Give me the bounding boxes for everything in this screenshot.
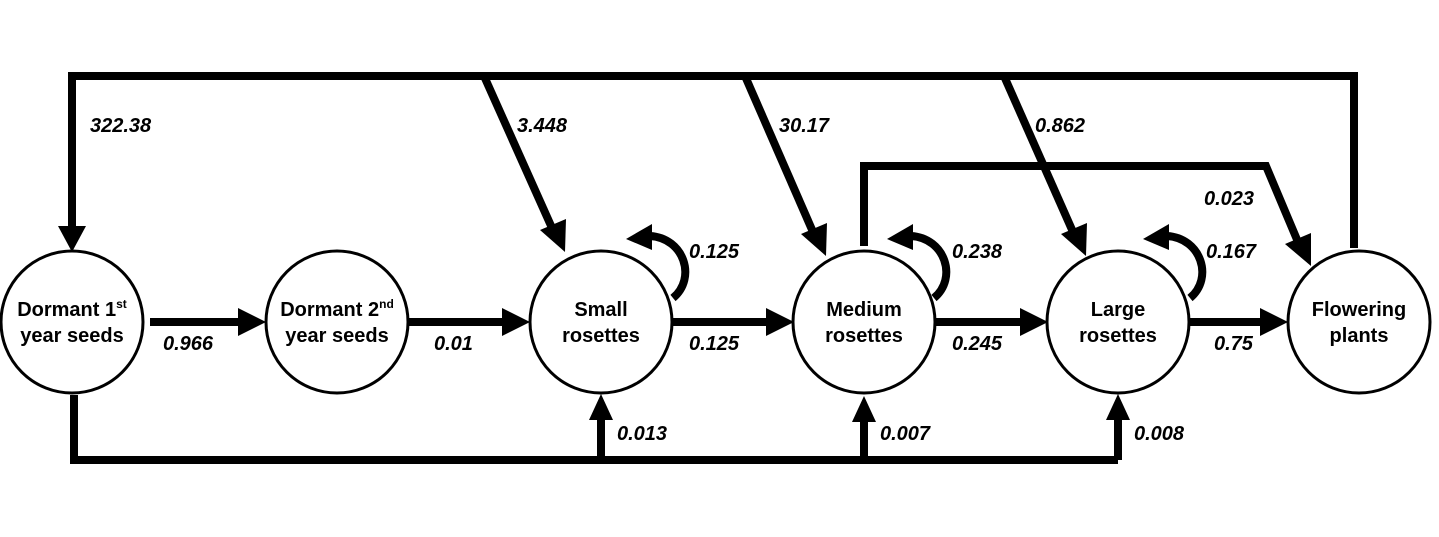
arrowhead-small-top [540, 219, 566, 252]
node-label: rosettes [562, 325, 640, 347]
arrowhead-large-left [1020, 308, 1048, 336]
edge-medium-to-flowering [860, 162, 1302, 246]
node-label: plants [1330, 325, 1389, 347]
node-label: Large [1091, 299, 1145, 321]
edge-label-dormant1-to-small: 0.013 [617, 423, 667, 445]
edge-label-flowering-to-medium: 30.17 [779, 115, 830, 137]
arrowhead-small-bottom [589, 394, 613, 420]
node-large-rosettes: Large rosettes [1045, 249, 1191, 395]
arrowhead-large-top [1061, 223, 1087, 256]
arrowhead-self-medium [887, 224, 913, 250]
edge-label-dormant1-to-dormant2: 0.966 [163, 333, 214, 355]
edge-label-medium-to-flowering: 0.023 [1204, 188, 1254, 210]
arrowhead-medium-bottom [852, 396, 876, 422]
node-dormant-1st-year-seeds: Dormant 1st year seeds [0, 249, 145, 395]
arrowhead-large-bottom [1106, 394, 1130, 420]
node-label: Dormant 1st [17, 297, 127, 321]
edge-label-large-self: 0.167 [1206, 241, 1257, 263]
node-label: rosettes [1079, 325, 1157, 347]
edge-flowering-to-small [480, 74, 556, 230]
edge-label-small-self: 0.125 [689, 241, 740, 263]
edge-label-medium-to-large: 0.245 [952, 333, 1003, 355]
arrowhead-self-small [626, 224, 652, 250]
node-label: rosettes [825, 325, 903, 347]
edge-label-dormant2-to-small: 0.01 [434, 333, 473, 355]
arrowhead-small-left [502, 308, 530, 336]
arrowhead-dormant1 [58, 226, 86, 252]
edge-label-small-to-medium: 0.125 [689, 333, 740, 355]
node-dormant-2nd-year-seeds: Dormant 2nd year seeds [264, 249, 410, 395]
edge-label-large-to-flowering: 0.75 [1214, 333, 1254, 355]
edge-label-medium-self: 0.238 [952, 241, 1003, 263]
edge-label-dormant1-to-large: 0.008 [1134, 423, 1185, 445]
node-label: year seeds [20, 325, 123, 347]
arrowhead-flowering-top [1285, 233, 1311, 266]
self-loop-medium [910, 232, 951, 302]
arrowhead-medium-left [766, 308, 794, 336]
edge-dormant1-bottom [70, 395, 1118, 464]
node-label: Medium [826, 299, 902, 321]
edge-label-flowering-to-large: 0.862 [1035, 115, 1085, 137]
node-label: year seeds [285, 325, 388, 347]
edge-label-flowering-to-small: 3.448 [517, 115, 568, 137]
node-label: Small [574, 299, 627, 321]
node-medium-rosettes: Medium rosettes [791, 249, 937, 395]
arrowhead-medium-top [801, 223, 827, 256]
node-label: Flowering [1312, 299, 1406, 321]
node-label: Dormant 2nd [280, 297, 394, 321]
self-loop-small [649, 232, 690, 302]
edge-label-dormant1-to-medium: 0.007 [880, 423, 931, 445]
node-flowering-plants: Flowering plants [1286, 249, 1432, 395]
arrowhead-self-large [1143, 224, 1169, 250]
node-small-rosettes: Small rosettes [528, 249, 674, 395]
arrowhead-dormant2 [238, 308, 266, 336]
self-loop-large [1166, 232, 1207, 302]
arrowhead-flowering-left [1260, 308, 1288, 336]
edge-label-flowering-to-dormant1: 322.38 [90, 115, 152, 137]
edge-flowering-to-medium [741, 74, 817, 234]
edge-flowering-to-dormant1 [68, 72, 1358, 248]
edge-flowering-to-large [1000, 74, 1077, 234]
